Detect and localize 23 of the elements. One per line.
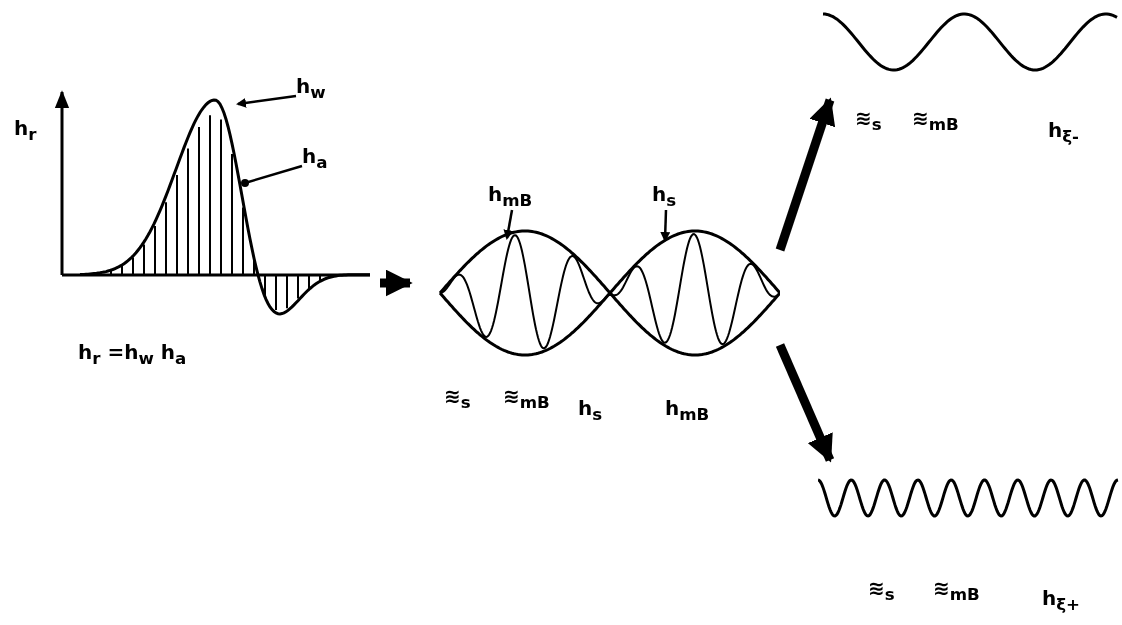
wave-label: h$_{s}$	[652, 182, 677, 206]
leader-line	[241, 164, 303, 187]
leader-line	[236, 94, 297, 108]
symbol-label: ≋$_{s}$	[444, 386, 471, 412]
wave-label: h$_{ξ-}$	[1048, 120, 1079, 146]
axis-label: h$_{r}$	[14, 118, 37, 144]
block-arrow	[775, 343, 835, 463]
symbol-label: ≋$_{mB}$	[933, 578, 980, 604]
wave-label: h$_{w}$	[296, 74, 326, 98]
block-arrow	[775, 97, 836, 252]
leader-line	[660, 209, 671, 242]
wave-label: h$_{mB}$	[488, 182, 533, 206]
symbol-label: ≋$_{mB}$	[912, 108, 959, 134]
symbol-label: ≋$_{mB}$	[503, 386, 550, 412]
formula: h$_{r}$ =h$_{w}$ h$_{a}$	[78, 342, 187, 368]
wave-label: h$_{mB}$	[665, 398, 710, 424]
wave-label: h$_{ξ+}$	[1042, 588, 1081, 614]
wave-label: h$_{a}$	[302, 144, 328, 168]
leader-line	[503, 209, 514, 240]
block-arrow	[380, 269, 413, 297]
symbol-label: ≋$_{s}$	[868, 578, 895, 604]
wave-label: h$_{s}$	[578, 398, 603, 424]
symbol-label: ≋$_{s}$	[855, 108, 882, 134]
